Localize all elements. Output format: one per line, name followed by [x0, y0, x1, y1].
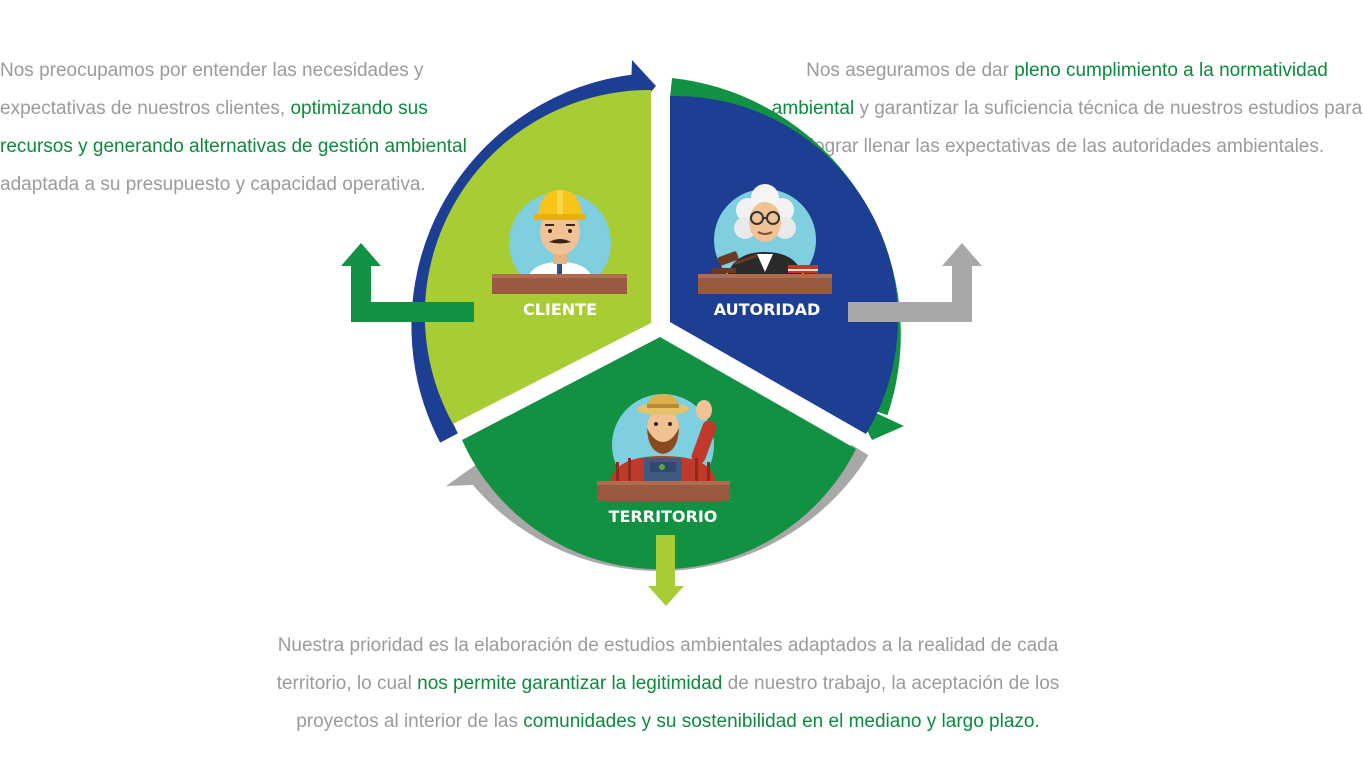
autoridad-text-2: y garantizar la suficiencia técnica de n…: [809, 98, 1363, 157]
autoridad-text-1: Nos aseguramos de dar: [806, 60, 1015, 81]
gray-side-arrowhead: [942, 243, 982, 266]
lime-down-arrowhead: [648, 586, 684, 606]
territorio-highlight-1: nos permite garantizar la legitimidad: [417, 673, 723, 694]
judge-icon: [698, 184, 832, 294]
farmer-icon: [597, 394, 730, 501]
segment-cliente-label: CLIENTE: [523, 300, 597, 319]
gray-side-arrow: [848, 262, 972, 322]
green-side-arrow: [351, 262, 474, 322]
segment-autoridad-label: AUTORIDAD: [714, 300, 821, 319]
territorio-highlight-2: comunidades y su sostenibilidad en el me…: [523, 711, 1040, 732]
territorio-description: Nuestra prioridad es la elaboración de e…: [270, 627, 1066, 741]
territorio-text-2: de nuestro trabajo, la aceptación de los…: [296, 673, 1060, 732]
green-side-arrowhead: [341, 243, 381, 266]
blue-ring-arrow: [411, 74, 640, 443]
autoridad-highlight: pleno cumplimiento a la normatividad amb…: [771, 60, 1328, 119]
cliente-text-2: adaptada a su presupuesto y capacidad op…: [0, 174, 426, 195]
lime-down-arrow-shaft: [656, 535, 675, 587]
cliente-highlight: optimizando sus recursos y generando alt…: [0, 98, 467, 157]
autoridad-description: Nos aseguramos de dar pleno cumplimiento…: [770, 52, 1364, 166]
segment-territorio-label: TERRITORIO: [609, 507, 718, 526]
construction-worker-icon: [492, 190, 627, 294]
territorio-text-1: Nuestra prioridad es la elaboración de e…: [276, 635, 1059, 694]
cliente-text-1: Nos preocupamos por entender las necesid…: [0, 60, 424, 119]
cliente-description: Nos preocupamos por entender las necesid…: [0, 52, 470, 204]
